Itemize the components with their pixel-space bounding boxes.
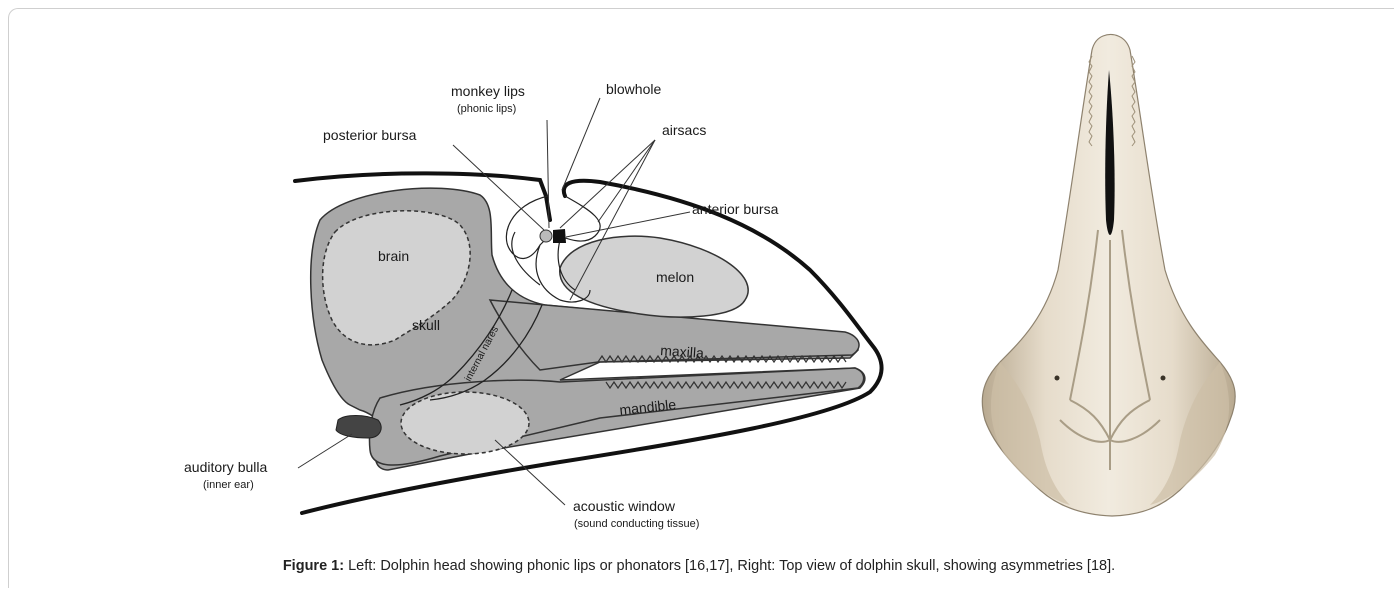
label-melon: melon (656, 269, 694, 285)
caption-text: Left: Dolphin head showing phonic lips o… (344, 558, 1115, 574)
caption-prefix: Figure 1: (283, 558, 344, 574)
label-airsacs: airsacs (662, 122, 706, 138)
skull-foramen-right (1161, 376, 1166, 381)
label-sound-conducting: (sound conducting tissue) (574, 518, 699, 530)
label-monkey-lips: monkey lips (451, 83, 525, 99)
melon (560, 236, 748, 317)
label-maxilla: maxilla (660, 342, 705, 361)
label-blowhole: blowhole (606, 81, 661, 97)
dolphin-skull-photo (982, 35, 1235, 516)
posterior-bursa-shape (540, 230, 552, 242)
label-auditory-bulla: auditory bulla (184, 459, 267, 475)
skull-foramen-left (1055, 376, 1060, 381)
label-acoustic-window: acoustic window (573, 498, 676, 514)
auditory-bulla (336, 416, 381, 439)
dolphin-head-diagram: monkey lips (phonic lips) blowhole airsa… (184, 81, 882, 530)
label-inner-ear: (inner ear) (203, 479, 254, 491)
label-anterior-bursa: anterior bursa (692, 201, 779, 217)
figure-caption: Figure 1: Left: Dolphin head showing pho… (0, 558, 1398, 574)
label-posterior-bursa: posterior bursa (323, 127, 417, 143)
label-phonic-lips: (phonic lips) (457, 103, 516, 115)
anterior-bursa-shape (553, 229, 566, 243)
acoustic-window (401, 392, 529, 454)
label-brain: brain (378, 248, 409, 264)
label-skull: skull (412, 317, 440, 333)
